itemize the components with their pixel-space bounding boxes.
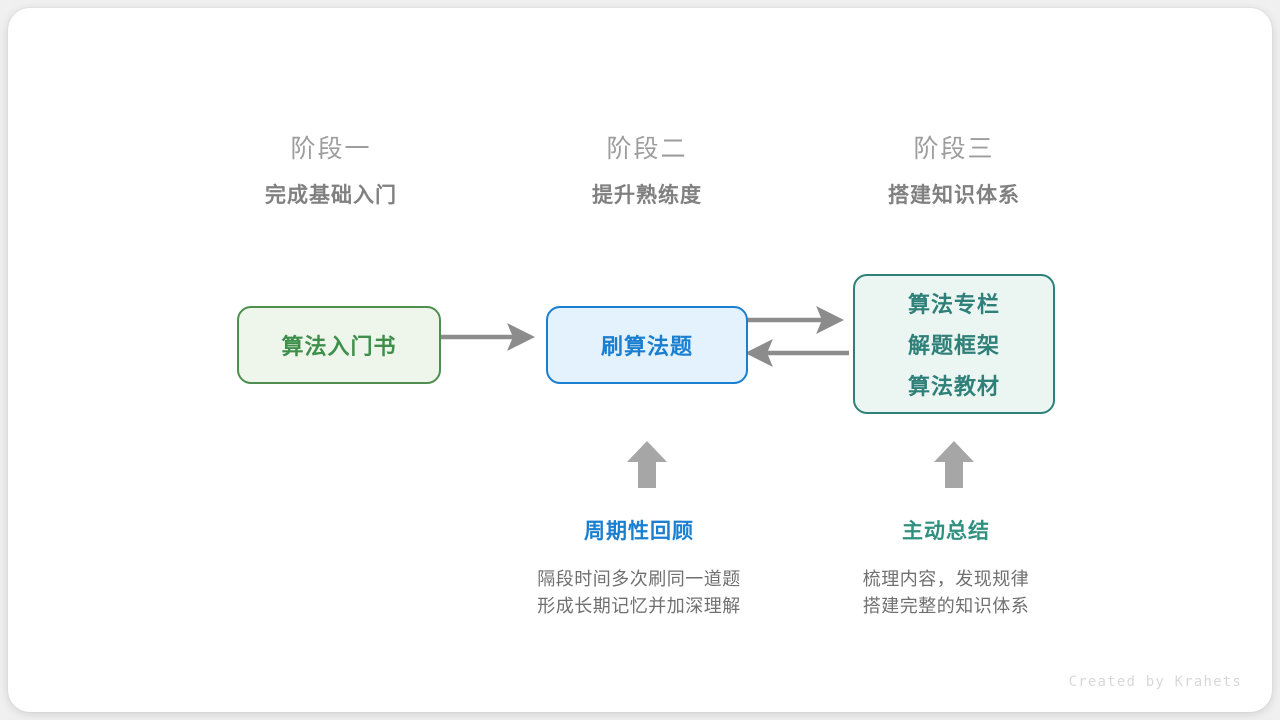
caption-active-summary: 主动总结 梳理内容，发现规律 搭建完整的知识体系 bbox=[796, 518, 1096, 620]
node-label: 解题框架 bbox=[907, 333, 1000, 358]
arrow-up-icon bbox=[627, 441, 667, 488]
caption-body-line: 形成长期记忆并加深理解 bbox=[537, 596, 741, 616]
stage-title: 提升熟练度 bbox=[592, 184, 702, 207]
caption-body: 梳理内容，发现规律 搭建完整的知识体系 bbox=[796, 566, 1096, 620]
stage-header-3: 阶段三 搭建知识体系 bbox=[824, 132, 1084, 212]
stage-header-2: 阶段二 提升熟练度 bbox=[517, 132, 777, 212]
caption-title: 主动总结 bbox=[902, 520, 990, 543]
caption-body: 隔段时间多次刷同一道题 形成长期记忆并加深理解 bbox=[489, 566, 789, 620]
node-label: 算法教材 bbox=[907, 374, 1000, 399]
caption-body-line: 隔段时间多次刷同一道题 bbox=[537, 569, 741, 589]
stage-number: 阶段一 bbox=[290, 135, 372, 163]
node-knowledge-resources[interactable]: 算法专栏 解题框架 算法教材 bbox=[853, 274, 1055, 414]
node-label: 算法专栏 bbox=[907, 292, 1000, 317]
node-algorithm-intro-book[interactable]: 算法入门书 bbox=[237, 306, 441, 384]
stage-number: 阶段三 bbox=[913, 135, 995, 163]
caption-body-line: 梳理内容，发现规律 bbox=[862, 569, 1030, 589]
credit-text: Created by Krahets bbox=[1068, 674, 1242, 690]
node-label: 算法入门书 bbox=[281, 334, 397, 359]
caption-title: 周期性回顾 bbox=[584, 520, 694, 543]
stage-number: 阶段二 bbox=[606, 135, 688, 163]
diagram-card: 阶段一 完成基础入门 阶段二 提升熟练度 阶段三 搭建知识体系 bbox=[8, 8, 1272, 712]
arrow-up-icon bbox=[934, 441, 974, 488]
stage-title: 完成基础入门 bbox=[265, 184, 397, 207]
node-label: 刷算法题 bbox=[600, 334, 693, 359]
stage-title: 搭建知识体系 bbox=[888, 184, 1020, 207]
caption-body-line: 搭建完整的知识体系 bbox=[862, 596, 1030, 616]
caption-periodic-review: 周期性回顾 隔段时间多次刷同一道题 形成长期记忆并加深理解 bbox=[489, 518, 789, 620]
stage-header-1: 阶段一 完成基础入门 bbox=[201, 132, 461, 212]
node-practice-problems[interactable]: 刷算法题 bbox=[546, 306, 748, 384]
